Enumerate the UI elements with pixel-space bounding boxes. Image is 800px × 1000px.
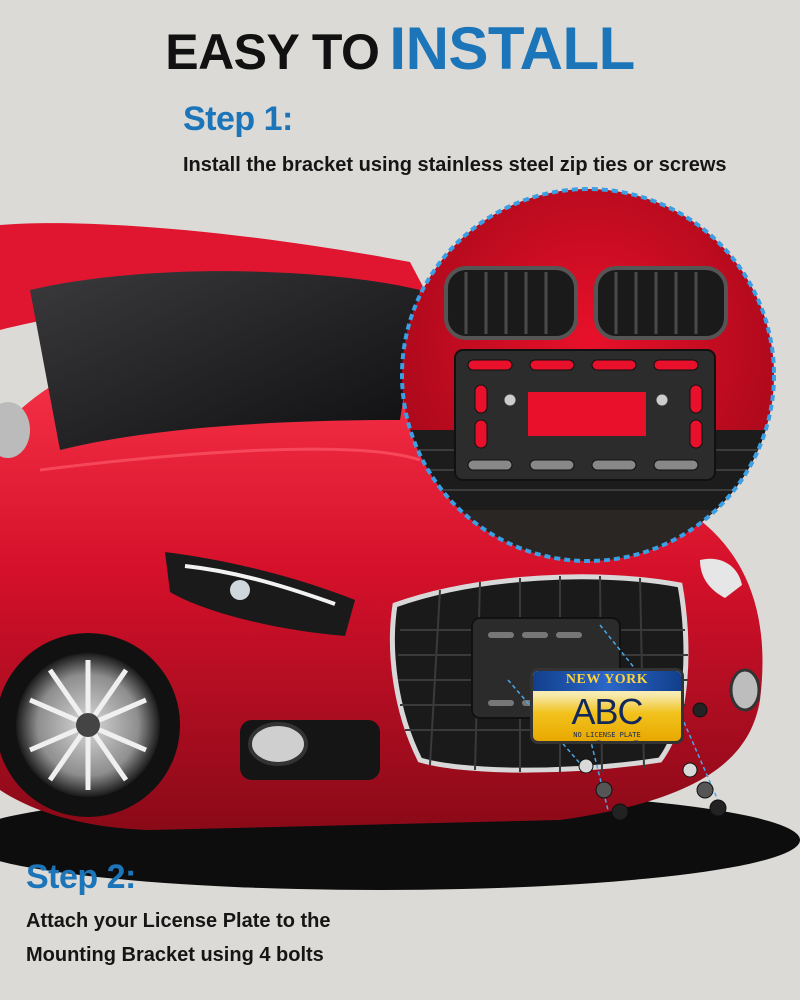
bracket-window (528, 392, 646, 436)
plate-state-band (533, 671, 681, 691)
step-2-description: Attach your License Plate to the Mountin… (26, 904, 426, 972)
windshield (30, 271, 420, 450)
step-1-description: Install the bracket using stainless stee… (183, 154, 727, 176)
title-part-2: INSTALL (389, 15, 635, 82)
step-1-title: Step 1: (183, 100, 293, 138)
step-2-title: Step 2: (26, 858, 136, 896)
headlight (165, 552, 355, 636)
plate-bottom-text: NO LICENSE PLATE (573, 731, 641, 739)
step-2-description-line-2: Mounting Bracket using 4 bolts (26, 944, 324, 966)
license-plate: NEW YORK ABC 5678 NO LICENSE PLATE (530, 668, 684, 744)
side-mirror (0, 402, 30, 458)
zoom-inset (402, 189, 774, 561)
kidney-grille-right (594, 266, 728, 340)
kidney-grille-left (444, 266, 578, 340)
zoom-inset-border (400, 187, 776, 563)
plate-number: ABC 5678 (569, 691, 646, 741)
step-2-description-line-1: Attach your License Plate to the (26, 910, 331, 932)
right-headlight (700, 558, 742, 598)
plate-state: NEW YORK (565, 672, 649, 687)
fog-light (248, 722, 308, 766)
title-part-1: EASY TO (165, 24, 380, 80)
